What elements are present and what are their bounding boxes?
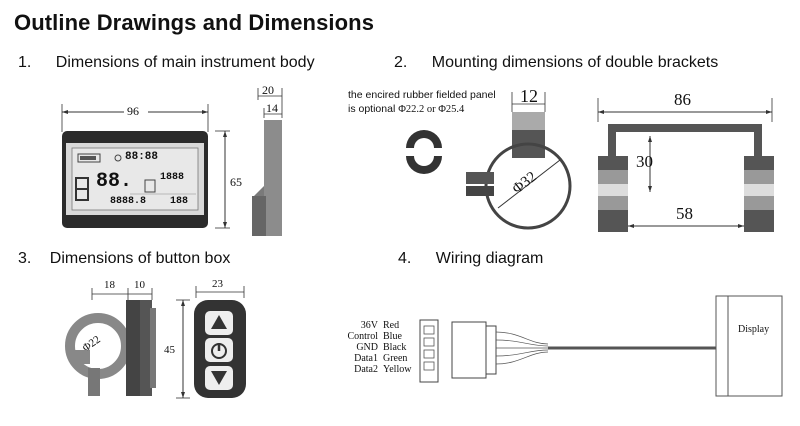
signal-gnd: GND <box>356 342 378 353</box>
lcd-odo: 188 <box>170 196 189 207</box>
button-clamp-dim: 18 <box>104 279 115 291</box>
color-green: Green <box>383 353 408 364</box>
dim-depth-total: 20 <box>262 83 274 97</box>
color-black: Black <box>383 342 407 353</box>
button-height-dim: 45 <box>164 344 175 356</box>
lcd-trip: 8888.8 <box>110 196 147 207</box>
bracket-height-dim: 30 <box>636 152 653 171</box>
page-title: Outline Drawings and Dimensions <box>14 10 375 35</box>
display-label: Display <box>738 324 770 335</box>
lcd-clock: 88:88 <box>125 151 159 163</box>
bracket-outer-width-dim: 86 <box>674 90 691 109</box>
dim-width: 96 <box>127 104 139 118</box>
section-2-label: Mounting dimensions of double brackets <box>431 54 719 71</box>
bracket-inner-width-dim: 58 <box>676 204 693 223</box>
section-3-heading: 3. Dimensions of button box <box>18 250 230 268</box>
section-1-label: Dimensions of main instrument body <box>55 54 315 71</box>
section-1-heading: 1. Dimensions of main instrument body <box>18 54 315 72</box>
signal-data1: Data1 <box>354 353 378 364</box>
section-1-number: 1. <box>18 54 32 71</box>
bracket-note-options: Φ22.2 or Φ25.4 <box>398 104 465 115</box>
color-blue: Blue <box>383 331 402 342</box>
dim-height: 65 <box>230 175 242 189</box>
wiring-signal-list: 36V Control GND Data1 Data2 <box>344 320 378 375</box>
section-2-heading: 2. Mounting dimensions of double bracket… <box>394 54 718 72</box>
section-4-label: Wiring diagram <box>435 250 544 267</box>
button-body-dim: 10 <box>134 279 145 291</box>
section-4-number: 4. <box>398 250 412 267</box>
lcd-power: 1888 <box>160 172 185 183</box>
dim-depth-part: 14 <box>266 101 278 115</box>
section-4-heading: 4. Wiring diagram <box>398 250 543 268</box>
wiring-color-list: Red Blue Black Green Yellow <box>383 320 411 375</box>
section-3-number: 3. <box>18 250 32 267</box>
bracket-width-dim: 12 <box>520 86 538 106</box>
color-yellow: Yellow <box>383 364 412 375</box>
section-3-label: Dimensions of button box <box>49 250 231 267</box>
section-2-number: 2. <box>394 54 408 71</box>
bracket-note-line1: the encired rubber fielded panel <box>348 89 496 101</box>
signal-data2: Data2 <box>354 364 378 375</box>
button-width-dim: 23 <box>212 278 223 290</box>
bracket-note: the encired rubber fielded panel is opti… <box>348 88 496 117</box>
lcd-speed: 88. <box>96 170 133 193</box>
bracket-note-line2: is optional <box>348 103 396 115</box>
signal-36v: 36V <box>360 320 378 331</box>
signal-control: Control <box>347 331 378 342</box>
color-red: Red <box>383 320 400 331</box>
